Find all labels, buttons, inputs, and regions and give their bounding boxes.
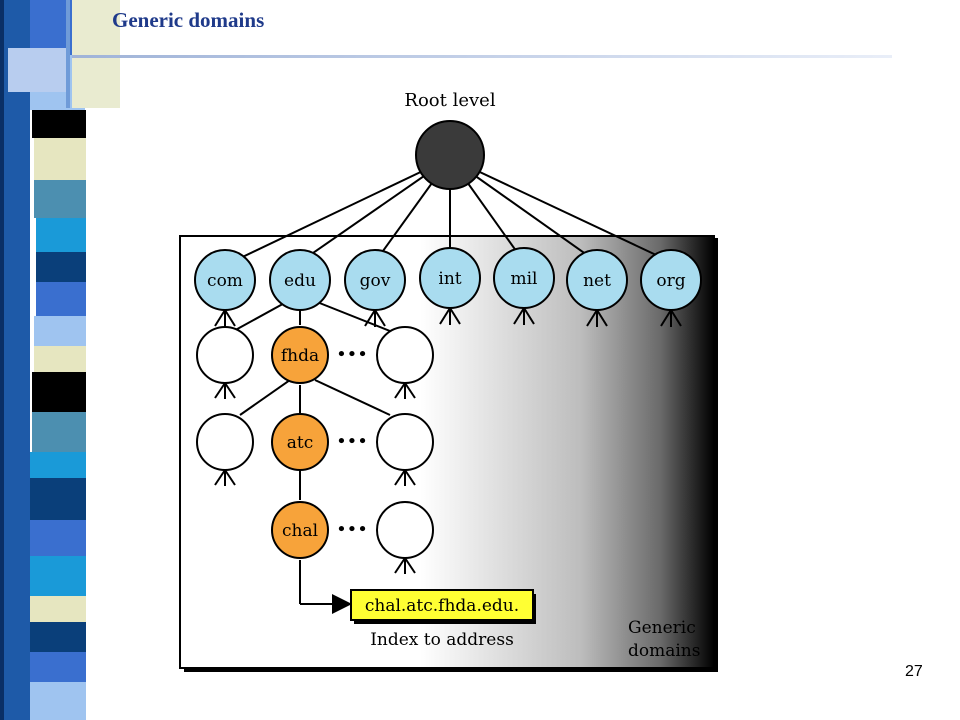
ellipsis-3: ••• <box>336 519 368 540</box>
tld-node-edu <box>269 249 331 311</box>
tld-label-int: int <box>438 269 461 289</box>
ellipsis-1: ••• <box>336 344 368 365</box>
result-label: chal.atc.fhda.edu. <box>365 596 519 616</box>
fanout-ticks <box>214 307 682 574</box>
path-label-atc: atc <box>287 433 314 453</box>
tld-label-mil: mil <box>511 269 538 289</box>
path-node-chal <box>271 501 329 559</box>
region-caption-line2: domains <box>628 641 700 661</box>
tld-label-net: net <box>583 271 611 291</box>
root-node <box>415 120 485 190</box>
subtree-edges <box>229 299 396 614</box>
title-underline <box>72 55 892 58</box>
page-number: 27 <box>905 663 923 680</box>
blank-node-right-2 <box>376 413 434 471</box>
ellipsis-2: ••• <box>336 431 368 452</box>
tld-label-gov: gov <box>360 271 391 291</box>
tld-label-edu: edu <box>284 271 316 291</box>
decorative-left-stripe <box>0 0 120 720</box>
path-node-fhda <box>271 326 329 384</box>
root-label: Root level <box>404 90 495 111</box>
index-caption: Index to address <box>370 630 514 650</box>
blank-node-right-1 <box>376 326 434 384</box>
path-label-chal: chal <box>282 521 318 541</box>
blank-node-right-3 <box>376 501 434 559</box>
path-node-atc <box>271 413 329 471</box>
blank-node-left-2 <box>196 413 254 471</box>
result-box <box>350 589 534 621</box>
slide-title: Generic domains <box>112 8 265 32</box>
tld-label-org: org <box>656 271 685 291</box>
blank-node-left-1 <box>196 326 254 384</box>
tld-label-com: com <box>207 271 243 291</box>
tld-nodes <box>194 247 702 311</box>
path-label-fhda: fhda <box>281 346 319 366</box>
region-caption-line1: Generic <box>628 618 696 638</box>
